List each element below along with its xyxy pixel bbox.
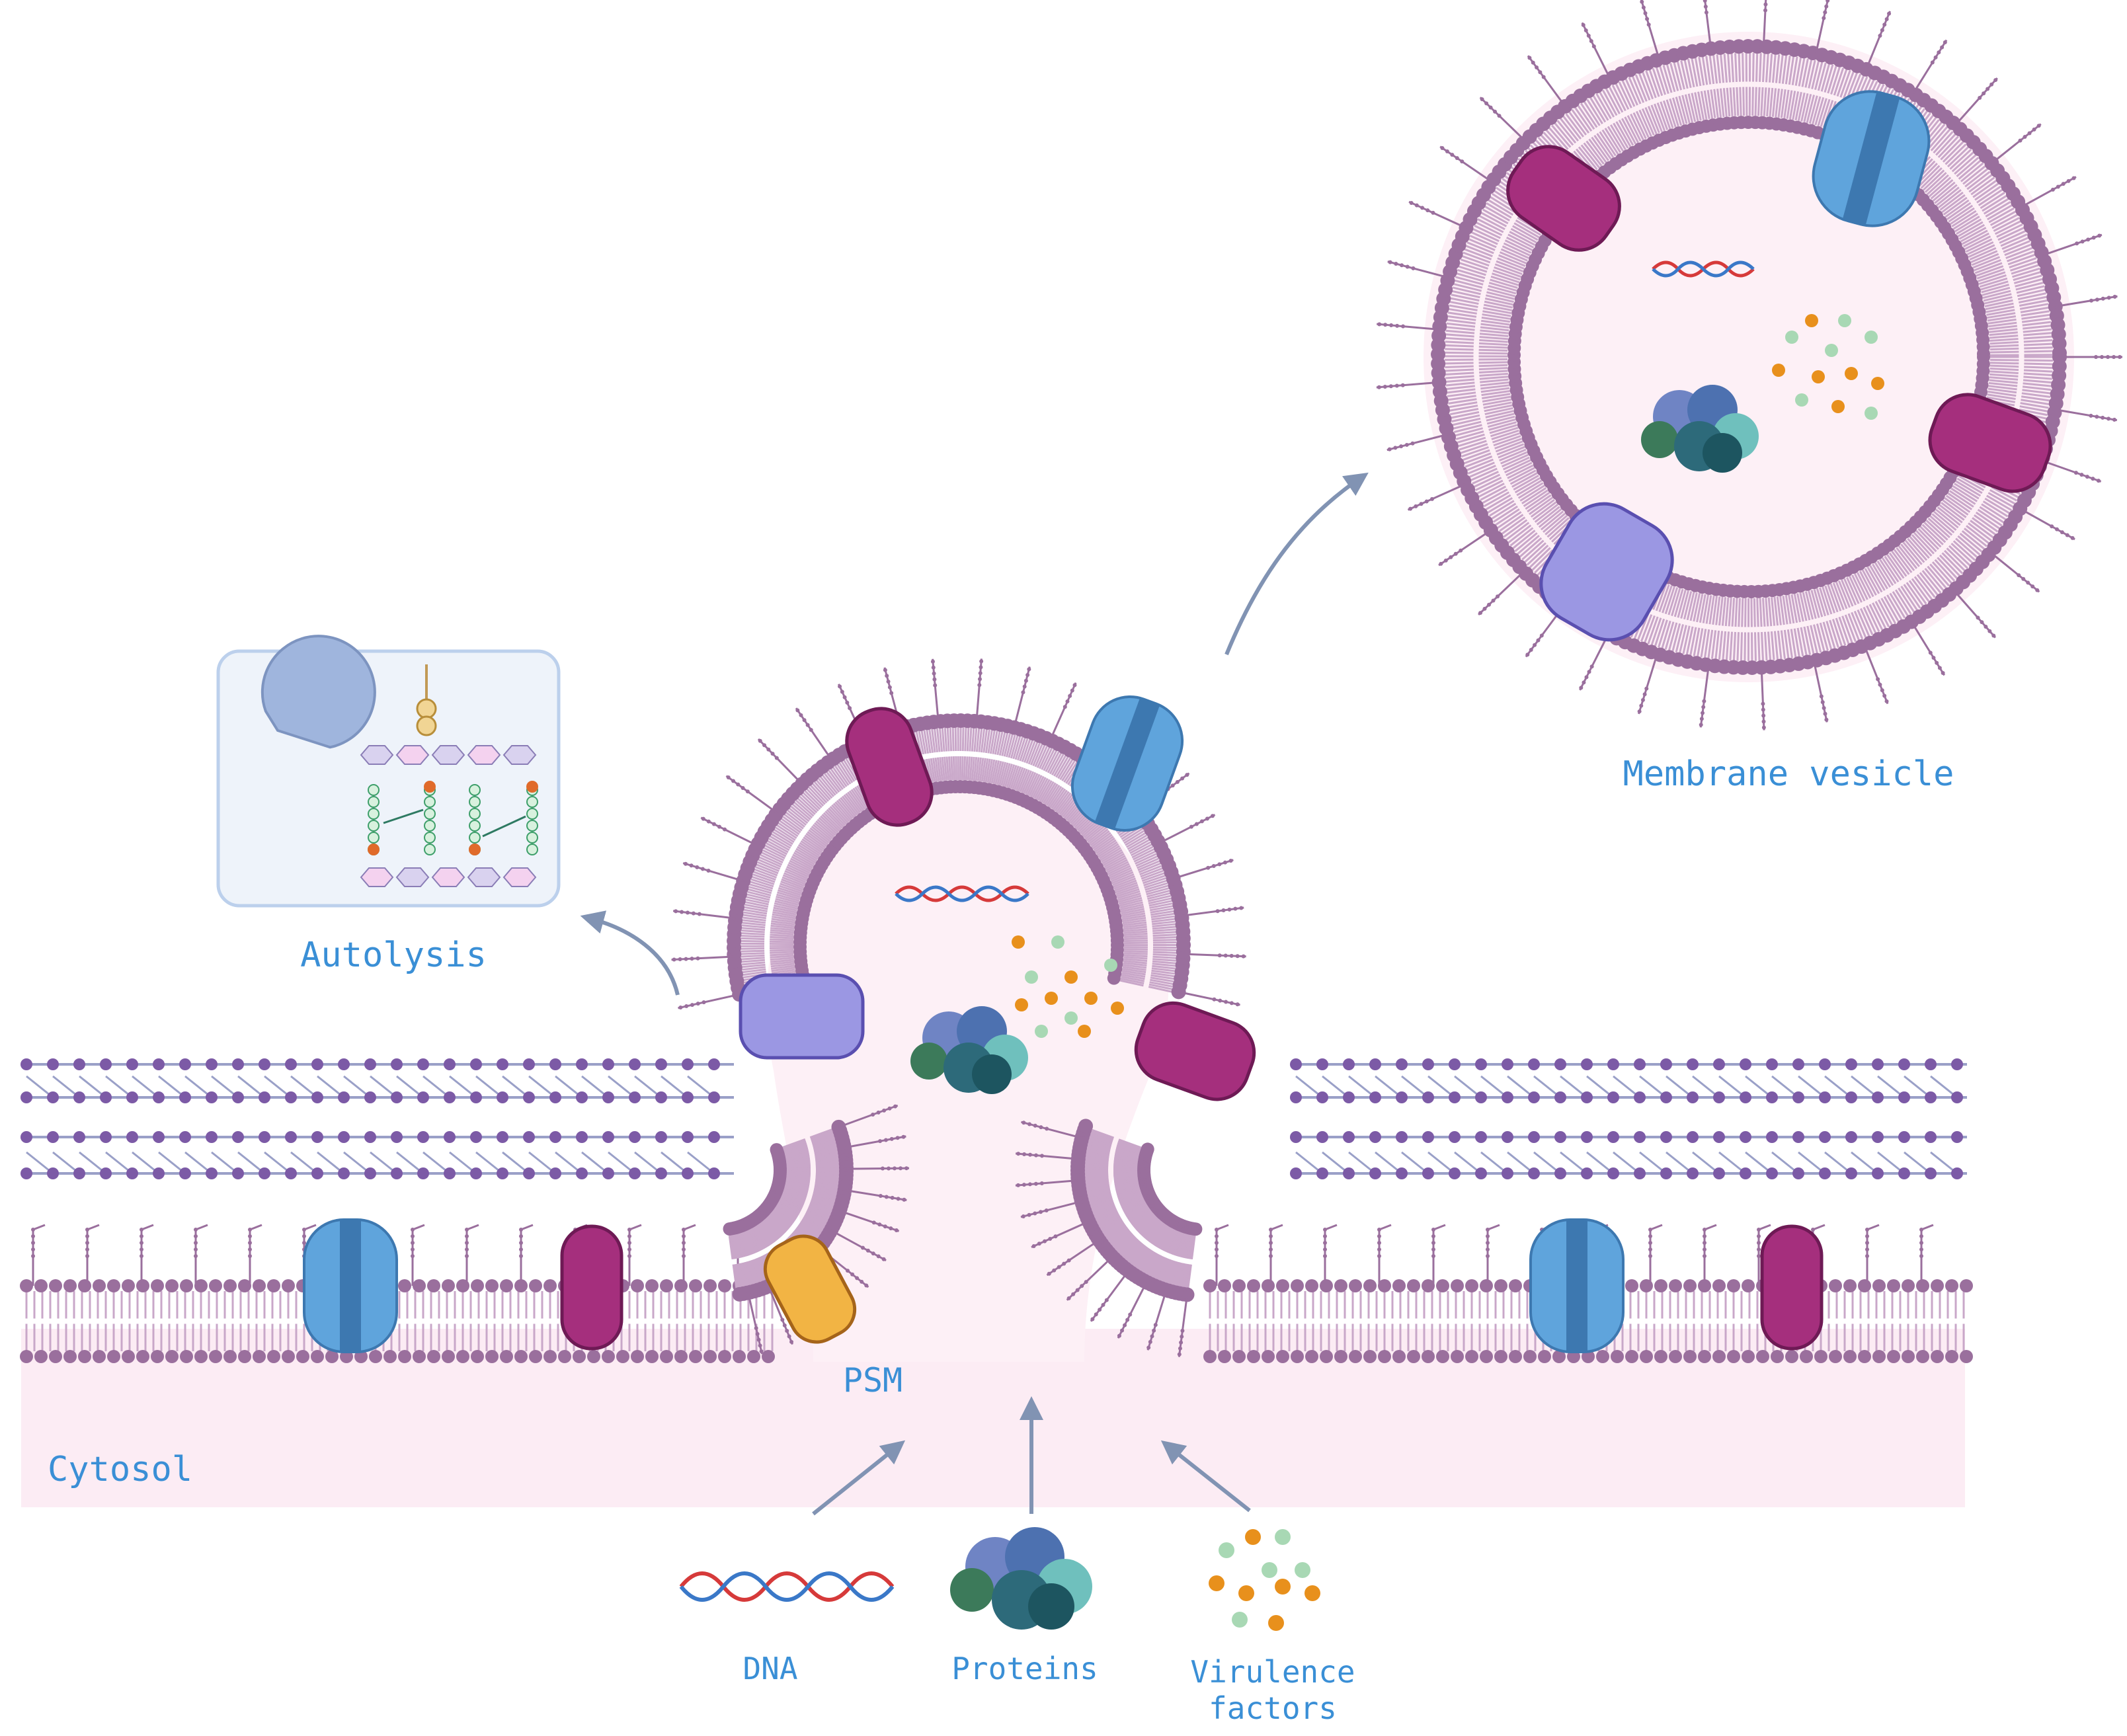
transmembrane-protein-icon — [1134, 1001, 1256, 1101]
membrane-vesicle-label: Membrane vesicle — [1623, 754, 1954, 794]
arrow-to-autolysis — [580, 910, 680, 996]
virulence-factor-dots-icon — [1772, 314, 1884, 420]
vesicle-cargo — [1641, 260, 1884, 473]
budding-membrane — [671, 658, 1246, 1357]
virulence-factor-dots-icon — [1012, 935, 1124, 1038]
arrow-to-vesicle — [1224, 472, 1369, 656]
arrows — [580, 472, 1369, 1516]
transmembrane-protein-icon — [1070, 695, 1184, 832]
transmembrane-protein-icon — [1928, 393, 2052, 493]
bottom-cargo-icons — [679, 1527, 1320, 1631]
membrane-vesicle — [1376, 0, 2122, 730]
transmembrane-protein-icon — [739, 973, 865, 1060]
transmembrane-protein-icon — [1529, 1218, 1625, 1353]
transmembrane-protein-icon — [845, 707, 934, 827]
transmembrane-protein-icon — [1539, 502, 1674, 642]
virulence-factors-label-line2: factors — [1209, 1690, 1337, 1726]
transmembrane-protein-icon — [1506, 145, 1621, 252]
dna-label: DNA — [742, 1651, 797, 1686]
virulence-factor-dots-icon — [1209, 1529, 1320, 1631]
virulence-factors-label-line1: Virulence — [1190, 1654, 1355, 1690]
transmembrane-protein-icon — [303, 1218, 398, 1353]
peptidoglycan-icon — [360, 664, 538, 887]
cytosol-label: Cytosol — [48, 1450, 192, 1489]
psm-label: PSM — [843, 1361, 903, 1400]
peptidoglycan-layers — [20, 1058, 1967, 1179]
autolysis-label: Autolysis — [300, 935, 487, 975]
protein-complex-icon — [910, 1006, 1028, 1094]
transmembrane-protein-icon — [763, 1234, 857, 1344]
transmembrane-protein-icon — [1760, 1224, 1824, 1351]
arrow-virulence-in — [1160, 1440, 1251, 1513]
transmembrane-protein-icon — [1812, 90, 1931, 227]
autolysis-panel — [216, 635, 561, 908]
enzyme-icon — [261, 635, 376, 749]
protein-complex-icon — [1641, 385, 1759, 473]
dna-icon — [679, 1571, 895, 1602]
transmembrane-protein-icon — [560, 1224, 623, 1351]
dna-icon — [895, 885, 1029, 902]
proteins-label: Proteins — [951, 1651, 1098, 1686]
bud-cargo — [895, 885, 1124, 1094]
arrow-dna-in — [812, 1440, 906, 1516]
membrane-proteins — [303, 90, 2052, 1353]
protein-complex-icon — [950, 1527, 1092, 1630]
